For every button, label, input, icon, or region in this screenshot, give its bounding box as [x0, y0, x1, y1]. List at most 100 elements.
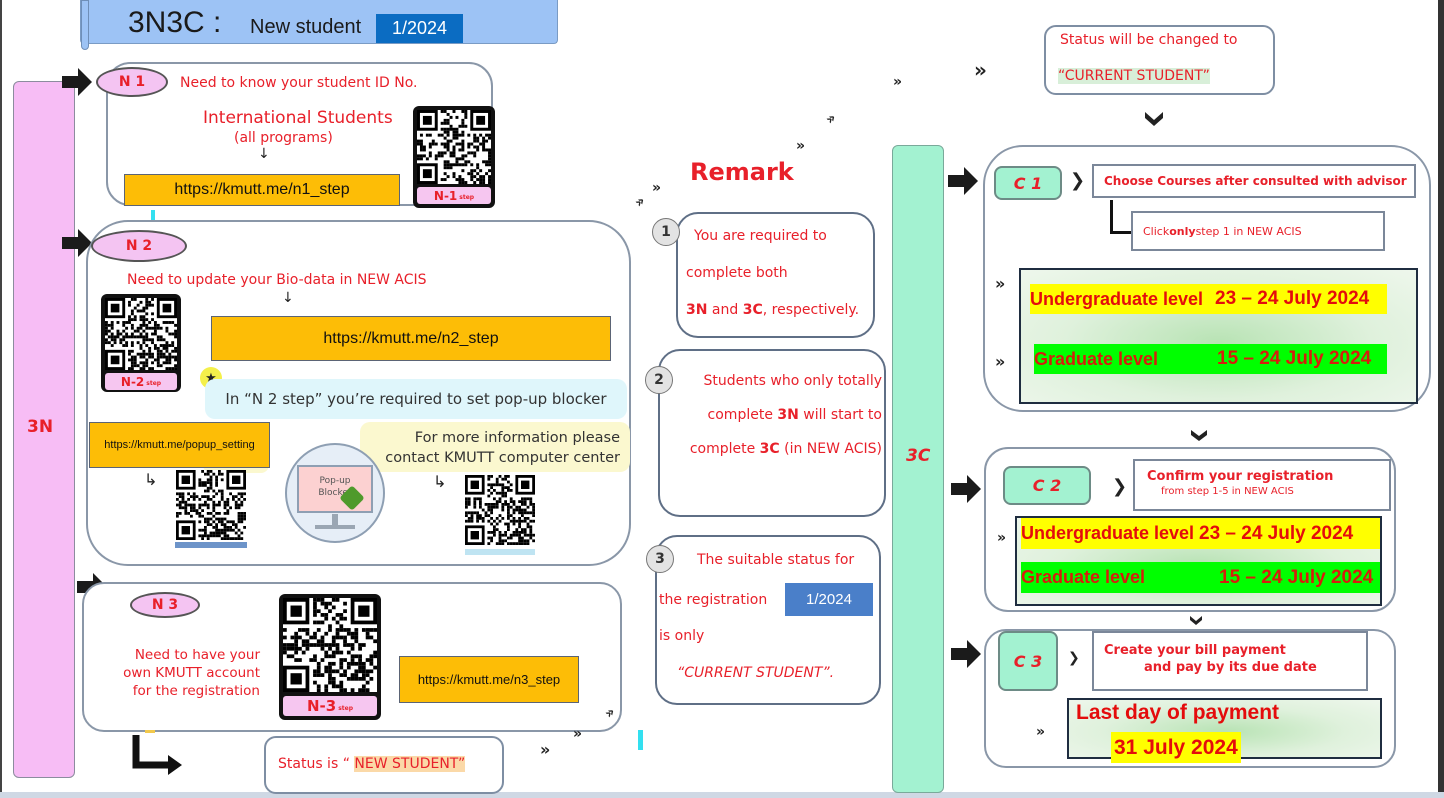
- step-c1-title: Choose Courses after consulted with advi…: [1092, 164, 1416, 198]
- qr-tag-text: N-1: [433, 188, 458, 203]
- step-c3-title-box: Create your bill payment and pay by its …: [1092, 631, 1368, 691]
- step-n3-url-link[interactable]: https://kmutt.me/n3_step: [399, 656, 579, 703]
- contact-line-2: contact KMUTT computer center: [385, 450, 620, 466]
- emphasis: 3C: [742, 302, 763, 318]
- popup-blocker-note: In “N 2 step” you’re required to set pop…: [205, 379, 627, 419]
- schedule-level: Graduate level: [1034, 348, 1159, 369]
- text: will start to: [798, 407, 882, 423]
- text: step 1 in NEW ACIS: [1195, 224, 1302, 238]
- monitor-label: Pop-up Blocker: [299, 475, 371, 499]
- double-chevron-icon: »: [1036, 724, 1045, 740]
- schedule-dates: 23 – 24 July 2024: [1199, 522, 1354, 544]
- remark-3-line-4: “CURRENT STUDENT”.: [677, 665, 835, 681]
- frame-right-edge: [1438, 0, 1444, 798]
- emphasis: 3N: [777, 407, 799, 423]
- double-chevron-icon: »: [631, 194, 647, 212]
- chevron-right-icon: ❯: [1070, 170, 1086, 191]
- text: complete: [707, 407, 778, 423]
- monitor-stand: [332, 514, 338, 526]
- bent-arrow-icon: ↳: [144, 470, 158, 489]
- step-n3-description-line-1: Need to have your: [134, 647, 260, 663]
- down-arrow-icon: ↓: [258, 146, 270, 162]
- remark-title: Remark: [690, 158, 794, 186]
- remark-1-line-1: You are required to: [694, 228, 827, 244]
- schedule-level: Undergraduate level: [1021, 523, 1195, 543]
- double-chevron-icon: »: [822, 111, 838, 129]
- chevron-right-icon: ❯: [1068, 650, 1080, 666]
- chevron-down-icon: [1188, 426, 1210, 444]
- connector-tick: [151, 210, 155, 228]
- step-c1-subtitle: Click only step 1 in NEW ACIS: [1131, 211, 1385, 251]
- step-c2-badge: C 2: [1003, 466, 1091, 505]
- banner-curl: [81, 0, 89, 50]
- qr-tag-suffix: step: [338, 704, 354, 712]
- double-chevron-icon: »: [995, 274, 1005, 293]
- double-chevron-icon: »: [540, 740, 550, 759]
- monitor-icon: Pop-up Blocker: [297, 465, 373, 513]
- status-new-student: Status is “ NEW STUDENT”: [278, 756, 466, 772]
- term-badge: 1/2024: [376, 14, 463, 43]
- qr-tag-text: N-2: [120, 374, 145, 389]
- connector-tick: [638, 730, 643, 750]
- computer-center-qr-code[interactable]: [465, 475, 535, 545]
- step-n1-badge: N 1: [96, 67, 168, 97]
- double-chevron-icon: »: [893, 74, 902, 90]
- step-n3-description-line-3: for the registration: [132, 683, 260, 699]
- step-c2-subtitle: from step 1-5 in NEW ACIS: [1161, 486, 1294, 497]
- sidebar-3c-label: 3C: [906, 446, 931, 466]
- connector-tick: [145, 730, 155, 733]
- title-banner: [80, 0, 558, 50]
- step-c3-badge: C 3: [998, 631, 1058, 691]
- page-title: 3N3C :: [128, 6, 222, 39]
- step-c2-title: Confirm your registration: [1147, 469, 1334, 484]
- popup-setting-qr-code[interactable]: [176, 470, 246, 540]
- qr-code-icon: [176, 470, 246, 540]
- step-n3-badge: N 3: [130, 592, 200, 618]
- remark-number-1: 1: [652, 218, 680, 246]
- step-n2-badge: N 2: [91, 230, 187, 262]
- arrow-right-icon: [951, 640, 981, 668]
- frame-left-edge: [0, 0, 2, 798]
- popup-setting-url-link[interactable]: https://kmutt.me/popup_setting: [89, 422, 270, 468]
- remark-3-term-badge: 1/2024: [785, 583, 873, 616]
- contact-note: For more information please contact KMUT…: [360, 422, 630, 472]
- text: , respectively.: [762, 302, 860, 318]
- qr-caption-bar: [175, 542, 247, 548]
- remark-3-line-2: the registration: [659, 592, 768, 608]
- double-chevron-icon: »: [573, 726, 582, 742]
- remark-card-1: [676, 212, 875, 338]
- status-current-line-2: “CURRENT STUDENT”: [1058, 68, 1210, 84]
- double-chevron-icon: »: [652, 180, 661, 196]
- emphasis: 3N: [686, 302, 708, 318]
- qr-code-icon: [283, 598, 377, 692]
- sidebar-3n-label: 3N: [27, 417, 54, 437]
- step-n2-description: Need to update your Bio-data in NEW ACIS: [127, 272, 427, 288]
- chevron-down-icon: [1188, 612, 1204, 626]
- remark-2-line-1: Students who only totally: [703, 373, 882, 389]
- status-prefix: Status is “: [278, 756, 355, 772]
- arrow-right-icon: [62, 68, 92, 96]
- qr-code-icon: [465, 475, 535, 545]
- chevron-down-icon: [1143, 108, 1165, 128]
- qr-tag-suffix: step: [459, 194, 475, 201]
- step-c2-title-box: Confirm your registration from step 1-5 …: [1133, 459, 1391, 511]
- remark-1-line-2: complete both: [686, 265, 788, 281]
- qr-code-icon: [417, 110, 491, 184]
- remark-number-2: 2: [645, 366, 673, 394]
- sidebar-3n: [13, 81, 75, 778]
- status-current-line-1: Status will be changed to: [1060, 32, 1238, 48]
- remark-1-text: You are required to complete both 3N and…: [686, 218, 859, 329]
- step-n2-url-link[interactable]: https://kmutt.me/n2_step: [211, 316, 611, 361]
- schedule-level: Undergraduate level: [1030, 288, 1204, 309]
- step-n3-description-line-2: own KMUTT account: [123, 665, 260, 681]
- step-n1-url-link[interactable]: https://kmutt.me/n1_step: [124, 174, 400, 206]
